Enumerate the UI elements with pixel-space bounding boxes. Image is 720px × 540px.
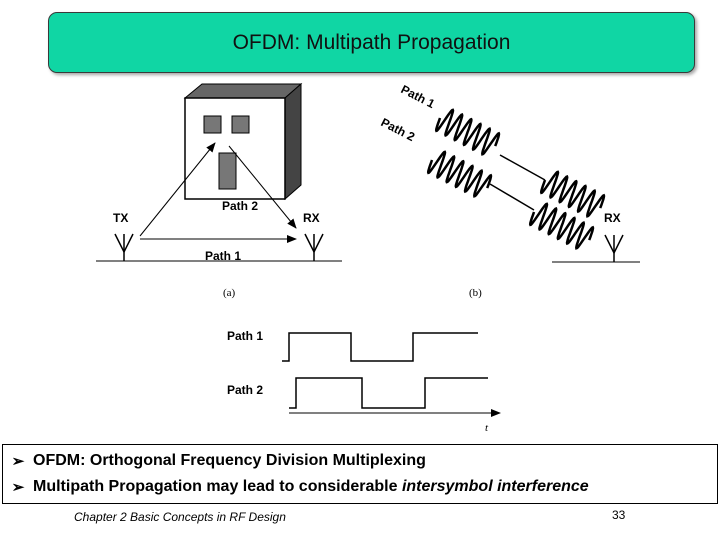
bullet-item: ➢ OFDM: Orthogonal Frequency Division Mu… bbox=[3, 448, 717, 474]
timing-diagram: Path 1 Path 2 t bbox=[227, 329, 501, 434]
caption-a: (a) bbox=[223, 287, 236, 299]
bullet-list: ➢ OFDM: Orthogonal Frequency Division Mu… bbox=[2, 444, 718, 504]
bullet-text: Multipath Propagation may lead to consid… bbox=[33, 478, 402, 495]
time-axis-label: t bbox=[485, 422, 489, 434]
path2-pulse-train bbox=[289, 377, 488, 409]
tx-antenna-icon bbox=[114, 233, 134, 261]
multipath-figure: TX RX Path 2 Path 1 (a) Path 1 Path 2 RX… bbox=[96, 82, 640, 434]
tx-label: TX bbox=[113, 211, 128, 225]
bullet-item: ➢ Multipath Propagation may lead to cons… bbox=[3, 474, 717, 500]
figure-a: TX RX Path 2 Path 1 (a) bbox=[96, 82, 342, 299]
path2-label-a: Path 2 bbox=[222, 199, 258, 213]
caption-b: (b) bbox=[469, 287, 482, 299]
path1-pulse-train bbox=[282, 332, 478, 362]
footer-chapter: Chapter 2 Basic Concepts in RF Design bbox=[74, 510, 286, 524]
title-banner: OFDM: Multipath Propagation bbox=[48, 12, 695, 73]
building-icon bbox=[183, 82, 303, 201]
rx-label-b: RX bbox=[604, 211, 621, 225]
rx-label-a: RX bbox=[303, 211, 320, 225]
path2-label-b: Path 2 bbox=[379, 115, 418, 144]
path1-label-b: Path 1 bbox=[399, 82, 438, 111]
figure-b: Path 1 Path 2 RX (b) bbox=[379, 82, 640, 299]
waveform-bursts bbox=[426, 108, 606, 250]
rx-antenna-icon bbox=[304, 233, 324, 261]
bullet-emphasis: intersymbol interference bbox=[401, 478, 589, 495]
path2-incident-arrow bbox=[139, 142, 216, 237]
timing-path2-label: Path 2 bbox=[227, 383, 263, 397]
path1-label-a: Path 1 bbox=[205, 249, 241, 263]
timing-path1-label: Path 1 bbox=[227, 329, 263, 343]
arrow-bullet-icon: ➢ bbox=[11, 453, 25, 470]
path2-reflected-arrow bbox=[228, 145, 297, 229]
bullet-text: OFDM: Orthogonal Frequency Division Mult… bbox=[33, 452, 426, 469]
page-number: 33 bbox=[612, 508, 626, 522]
arrow-bullet-icon: ➢ bbox=[11, 479, 25, 496]
rx-antenna-b-icon bbox=[604, 234, 624, 262]
page-title: OFDM: Multipath Propagation bbox=[232, 30, 511, 54]
